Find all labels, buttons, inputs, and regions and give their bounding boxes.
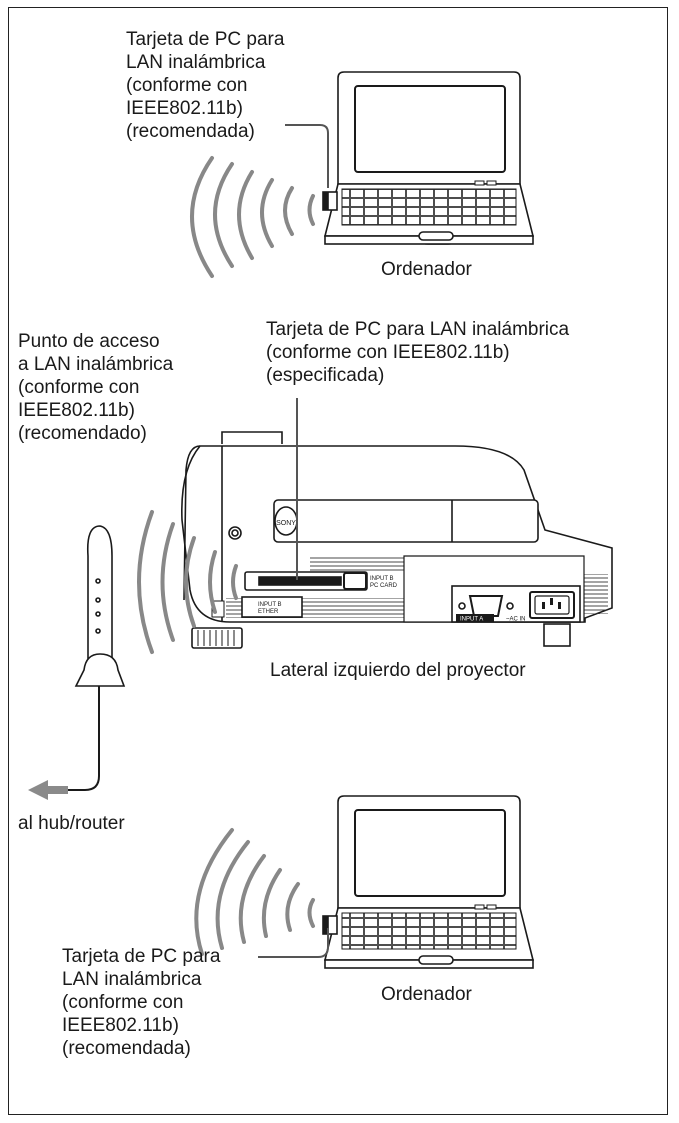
label-projector-side: Lateral izquierdo del proyector [270,660,526,681]
label-computer-bottom: Ordenador [381,984,472,1005]
diagram-frame [8,7,668,1115]
label-line: (conforme con IEEE802.11b) [266,342,510,363]
ethernet-label-1: INPUT B [258,602,282,608]
label-computer-top: Ordenador [381,259,472,280]
label-line: a LAN inalámbrica [18,354,174,375]
label-line: LAN inalámbrica [126,52,266,73]
leader-line-card-bottom [258,928,329,958]
label-line: IEEE802.11b) [18,400,135,421]
label-line: Punto de acceso [18,331,160,352]
pc-card-icon [322,915,338,935]
access-point-icon [74,525,126,687]
label-line: Tarjeta de PC para [62,946,221,967]
laptop-icon [323,795,535,969]
network-cable [66,686,100,791]
wireless-waves-icon [194,828,315,956]
wireless-waves-icon [137,510,238,654]
laptop-icon [323,71,535,245]
label-line: (especificada) [266,365,385,386]
pc-card-slot-label-2: PC CARD [370,583,398,589]
arrow-left-icon [28,780,68,800]
label-line: (conforme con [126,75,248,96]
label-card-projector: Tarjeta de PC para LAN inalámbrica (conf… [266,318,569,387]
label-hub: al hub/router [18,813,125,834]
label-line: Tarjeta de PC para LAN inalámbrica [266,319,570,340]
label-line: (recomendada) [62,1038,191,1059]
projector-icon: SONY [181,431,613,649]
projector-panel-text: INPUT B PC CARD INPUT B ETHER INPUT A ~A… [258,576,526,623]
label-line: (recomendado) [18,423,147,444]
pc-card-slot-label-1: INPUT B [370,576,394,582]
ac-in-label: ~AC IN [506,617,526,623]
label-card-top: Tarjeta de PC para LAN inalámbrica (conf… [126,28,284,143]
label-line: (conforme con [18,377,140,398]
wireless-waves-icon [190,156,315,278]
svg-text:SONY: SONY [276,520,296,527]
pc-card-icon [322,191,338,211]
ethernet-label-2: ETHER [258,609,279,615]
label-line: (recomendada) [126,121,255,142]
label-line: (conforme con [62,992,184,1013]
label-line: IEEE802.11b) [126,98,243,119]
label-line: IEEE802.11b) [62,1015,179,1036]
label-access-point: Punto de acceso a LAN inalámbrica (confo… [18,330,173,445]
label-card-bottom: Tarjeta de PC para LAN inalámbrica (conf… [62,945,220,1060]
label-line: LAN inalámbrica [62,969,202,990]
label-line: Tarjeta de PC para [126,29,285,50]
input-a-label: INPUT A [460,617,483,623]
leader-line-card-top [285,124,329,188]
